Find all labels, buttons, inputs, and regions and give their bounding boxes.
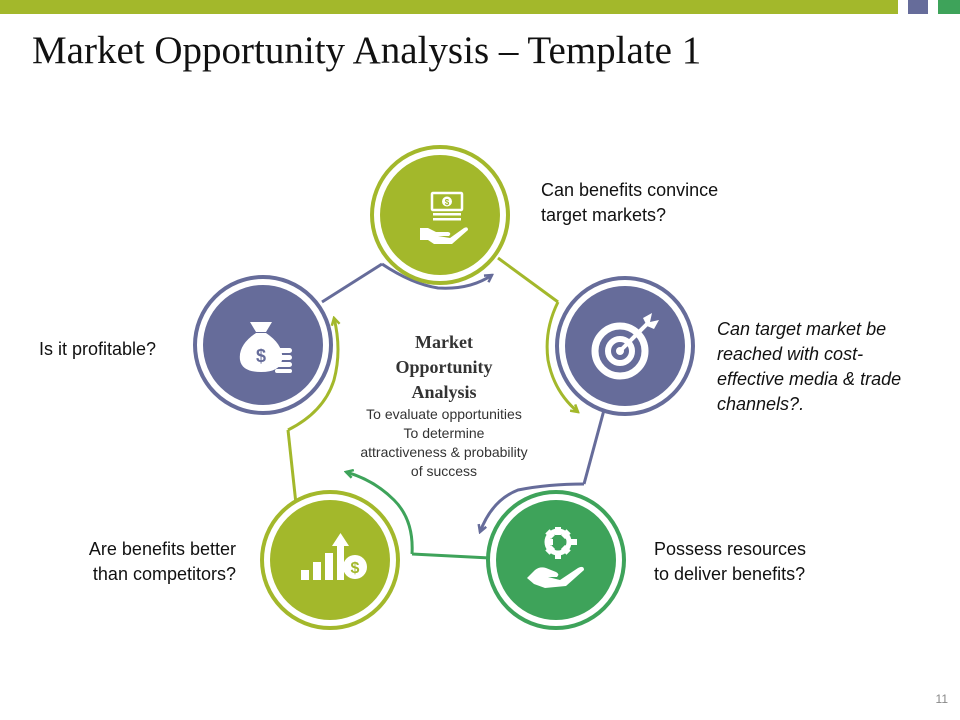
center-line3: attractiveness & probability xyxy=(360,444,528,460)
center-line4: of success xyxy=(410,463,478,479)
label-bottom-left: Are benefits better than competitors? xyxy=(40,537,236,587)
label-top-line1: Can benefits convince xyxy=(541,180,719,200)
money-bag-icon: $ xyxy=(239,322,292,373)
center-title-line1: Market xyxy=(415,332,473,352)
page-number: 11 xyxy=(935,692,948,706)
label-bottom-left-line2: than competitors? xyxy=(92,564,236,584)
bag-dollar-sign: $ xyxy=(256,346,266,366)
label-top-line2: target markets? xyxy=(541,205,667,225)
label-bottom-right-line2: to deliver benefits? xyxy=(654,564,806,584)
money-hand-icon: $ xyxy=(420,191,468,244)
label-right-line2: reached with cost- xyxy=(717,344,864,364)
center-line1: To evaluate opportunities xyxy=(366,406,522,422)
label-right-line1: Can target market be xyxy=(717,319,887,339)
growth-chart-icon: $ xyxy=(301,533,367,580)
center-title-line2: Opportunity xyxy=(395,357,493,377)
connector-bottom-right-to-bottom-left xyxy=(346,472,491,560)
connector-left-to-top xyxy=(321,262,492,304)
top-accent-bar xyxy=(0,0,898,14)
connector-top-to-right xyxy=(497,256,578,412)
label-bottom-right: Possess resources to deliver benefits? xyxy=(654,537,874,587)
target-icon xyxy=(591,313,659,380)
slide-title: Market Opportunity Analysis – Template 1 xyxy=(32,29,702,72)
accent-square-purple xyxy=(908,0,928,14)
money-dollar-sign: $ xyxy=(445,198,450,207)
label-right-line4: channels?. xyxy=(717,394,805,414)
node-bottom-right xyxy=(486,490,626,630)
label-right-line3: effective media & trade xyxy=(717,369,902,389)
accent-square-green xyxy=(938,0,960,14)
gear-hand-icon xyxy=(527,527,584,588)
label-left: Is it profitable? xyxy=(39,337,189,362)
label-top: Can benefits convince target markets? xyxy=(541,178,791,228)
connector-right-to-bottom-right xyxy=(480,409,606,532)
label-left-line1: Is it profitable? xyxy=(39,339,157,359)
label-right: Can target market be reached with cost- … xyxy=(717,317,952,417)
chart-dollar-sign: $ xyxy=(351,560,360,577)
center-text: Market Opportunity Analysis To evaluate … xyxy=(334,330,554,481)
center-line2: To determine xyxy=(403,425,485,441)
label-bottom-right-line1: Possess resources xyxy=(654,539,807,559)
center-title-line3: Analysis xyxy=(411,382,477,402)
connector-bottom-left-to-left xyxy=(286,318,338,505)
label-bottom-left-line1: Are benefits better xyxy=(88,539,236,559)
